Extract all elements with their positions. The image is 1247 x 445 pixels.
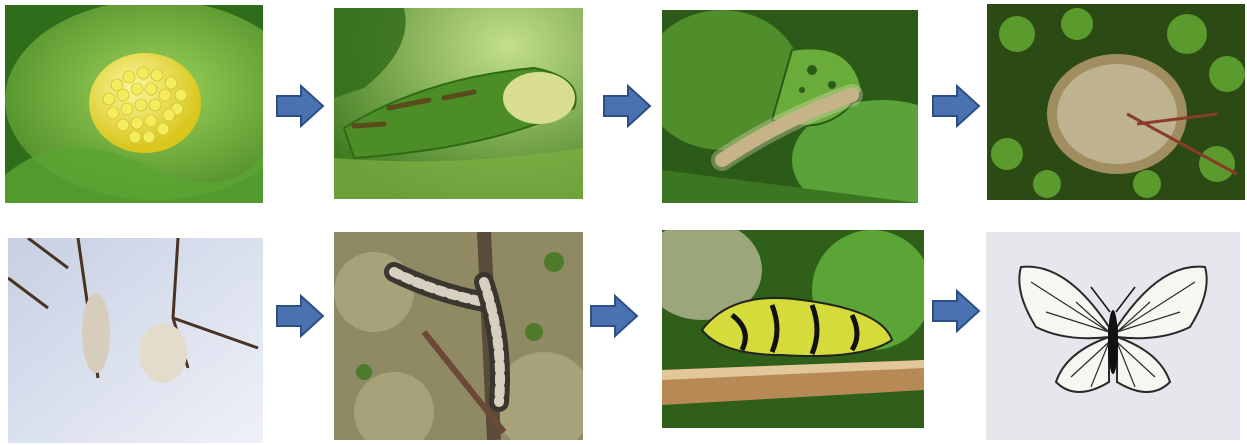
arrow-right-icon <box>589 294 639 338</box>
overwintering-nest-snow-photo <box>8 238 263 443</box>
young-larvae-photo <box>334 8 583 199</box>
arrow-right-icon <box>275 84 325 128</box>
hairy-caterpillar-photo <box>662 10 918 203</box>
silk-web-nest-photo <box>987 4 1245 200</box>
arrow-right-icon <box>275 294 325 338</box>
arrow-right-icon <box>931 289 981 333</box>
arrow-right-icon <box>602 84 652 128</box>
egg-cluster-photo <box>5 5 263 203</box>
pupa-chrysalis-photo <box>662 230 924 428</box>
adult-butterfly-photo <box>986 232 1240 440</box>
larvae-on-twig-photo <box>334 232 583 440</box>
arrow-right-icon <box>931 84 981 128</box>
